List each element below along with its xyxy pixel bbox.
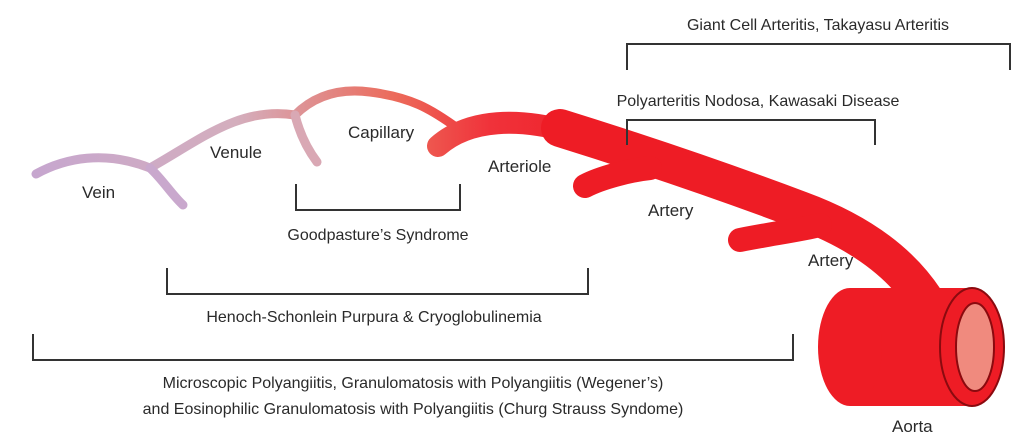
anca-label-line-2: and Eosinophilic Granulomatosis with Pol… [143,401,684,418]
goodpasture-bracket-group: Goodpasture’s Syndrome [287,184,468,244]
giant-cell-bracket-group: Giant Cell Arteritis, Takayasu Arteritis [627,17,1010,70]
artery-label-2: Artery [808,251,854,270]
henoch-label: Henoch-Schonlein Purpura & Cryoglobuline… [206,309,541,326]
vein-branch [150,168,183,205]
anca-bracket-group: Microscopic Polyangiitis, Granulomatosis… [33,334,793,418]
aorta-label: Aorta [892,417,933,436]
goodpasture-label: Goodpasture’s Syndrome [287,227,468,244]
vessel-tree [36,91,1004,406]
polyarteritis-label: Polyarteritis Nodosa, Kawasaki Disease [617,93,900,110]
arteriole-label: Arteriole [488,157,551,176]
artery-label-1: Artery [648,201,694,220]
vein-label: Vein [82,183,115,202]
henoch-bracket [167,268,588,294]
giant-cell-bracket [627,44,1010,70]
goodpasture-bracket [296,184,460,210]
giant-cell-label: Giant Cell Arteritis, Takayasu Arteritis [687,17,949,34]
artery-vessel [560,128,925,300]
henoch-bracket-group: Henoch-Schonlein Purpura & Cryoglobuline… [167,268,588,326]
venule-label: Venule [210,143,262,162]
artery-branch-2 [740,225,820,240]
artery-branch-1 [585,168,650,186]
anca-label-line-1: Microscopic Polyangiitis, Granulomatosis… [163,375,664,392]
polyarteritis-bracket-group: Polyarteritis Nodosa, Kawasaki Disease [617,93,900,145]
capillary-label: Capillary [348,123,415,142]
anca-bracket [33,334,793,360]
polyarteritis-bracket [627,120,875,145]
aorta-cylinder [818,288,1004,406]
venule-branch [295,115,317,162]
